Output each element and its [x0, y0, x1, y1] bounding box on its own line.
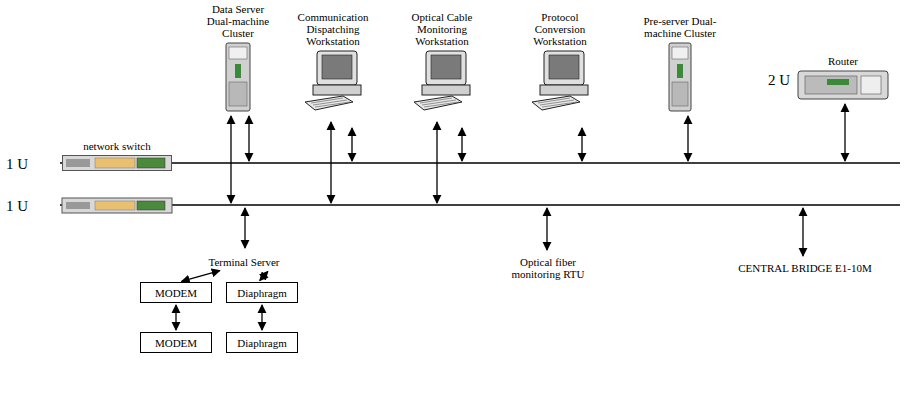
node-text: Protocol Conversion Workstation — [519, 11, 601, 47]
node-text: Diaphragm — [237, 337, 286, 349]
device-box: Diaphragm — [226, 282, 298, 303]
device-node: Pre-server Dual-machine Cluster — [640, 15, 720, 112]
link-arrow — [244, 208, 245, 248]
device-box: MODEM — [140, 332, 212, 353]
link-arrow — [461, 128, 462, 161]
device-box: MODEM — [140, 282, 212, 303]
server-icon — [667, 42, 693, 112]
link-arrow — [687, 116, 688, 161]
node-text: Data Server Dual-machine Cluster — [198, 3, 278, 39]
node-text: Diaphragm — [237, 287, 286, 299]
node-text: Optical Cable Monitoring Workstation — [401, 11, 483, 47]
device-label: Optical fiber monitoring RTU — [500, 256, 596, 280]
connector-arrow — [261, 305, 262, 330]
link-arrow — [248, 116, 249, 161]
device-label: CENTRAL BRIDGE E1-10M — [730, 262, 880, 274]
link-arrow — [802, 208, 803, 256]
device-label: Terminal Server — [208, 252, 282, 270]
connector-arrow — [260, 271, 268, 280]
rack-unit-label: 1 U — [6, 198, 46, 214]
network-switch-icon — [62, 198, 172, 213]
node-text: Router — [797, 55, 889, 67]
pc-icon — [412, 50, 472, 112]
link-arrow — [230, 116, 231, 203]
device-node: Protocol Conversion Workstation — [519, 11, 601, 112]
device-node: Data Server Dual-machine Cluster — [198, 3, 278, 112]
device-node: Router — [797, 55, 889, 100]
router-icon — [797, 70, 889, 100]
link-arrow — [436, 122, 437, 203]
link-arrow — [581, 128, 582, 161]
rack-unit-label: 1 U — [6, 156, 46, 172]
bus-line — [60, 162, 900, 164]
node-text: Communication Dispatching Workstation — [291, 11, 375, 47]
connector-arrow — [182, 271, 220, 282]
pc-icon — [303, 50, 363, 112]
pc-icon — [530, 50, 590, 112]
node-text: MODEM — [155, 337, 197, 349]
link-arrow — [351, 128, 352, 161]
link-arrow — [844, 104, 845, 161]
device-node: Communication Dispatching Workstation — [291, 11, 375, 112]
node-text: MODEM — [155, 287, 197, 299]
device-node: network switch — [62, 140, 172, 171]
node-text: network switch — [62, 140, 172, 152]
node-text: Terminal Server — [208, 256, 279, 268]
bus-line — [60, 204, 900, 206]
link-arrow — [546, 208, 547, 250]
server-icon — [224, 42, 252, 112]
link-arrow — [330, 122, 331, 203]
rack-unit-label: 2 U — [768, 72, 808, 88]
device-box: Diaphragm — [226, 332, 298, 353]
switch-icon — [62, 155, 172, 171]
connector-arrow — [175, 305, 176, 330]
node-text: Pre-server Dual-machine Cluster — [640, 15, 720, 39]
device-node: Optical Cable Monitoring Workstation — [401, 11, 483, 112]
